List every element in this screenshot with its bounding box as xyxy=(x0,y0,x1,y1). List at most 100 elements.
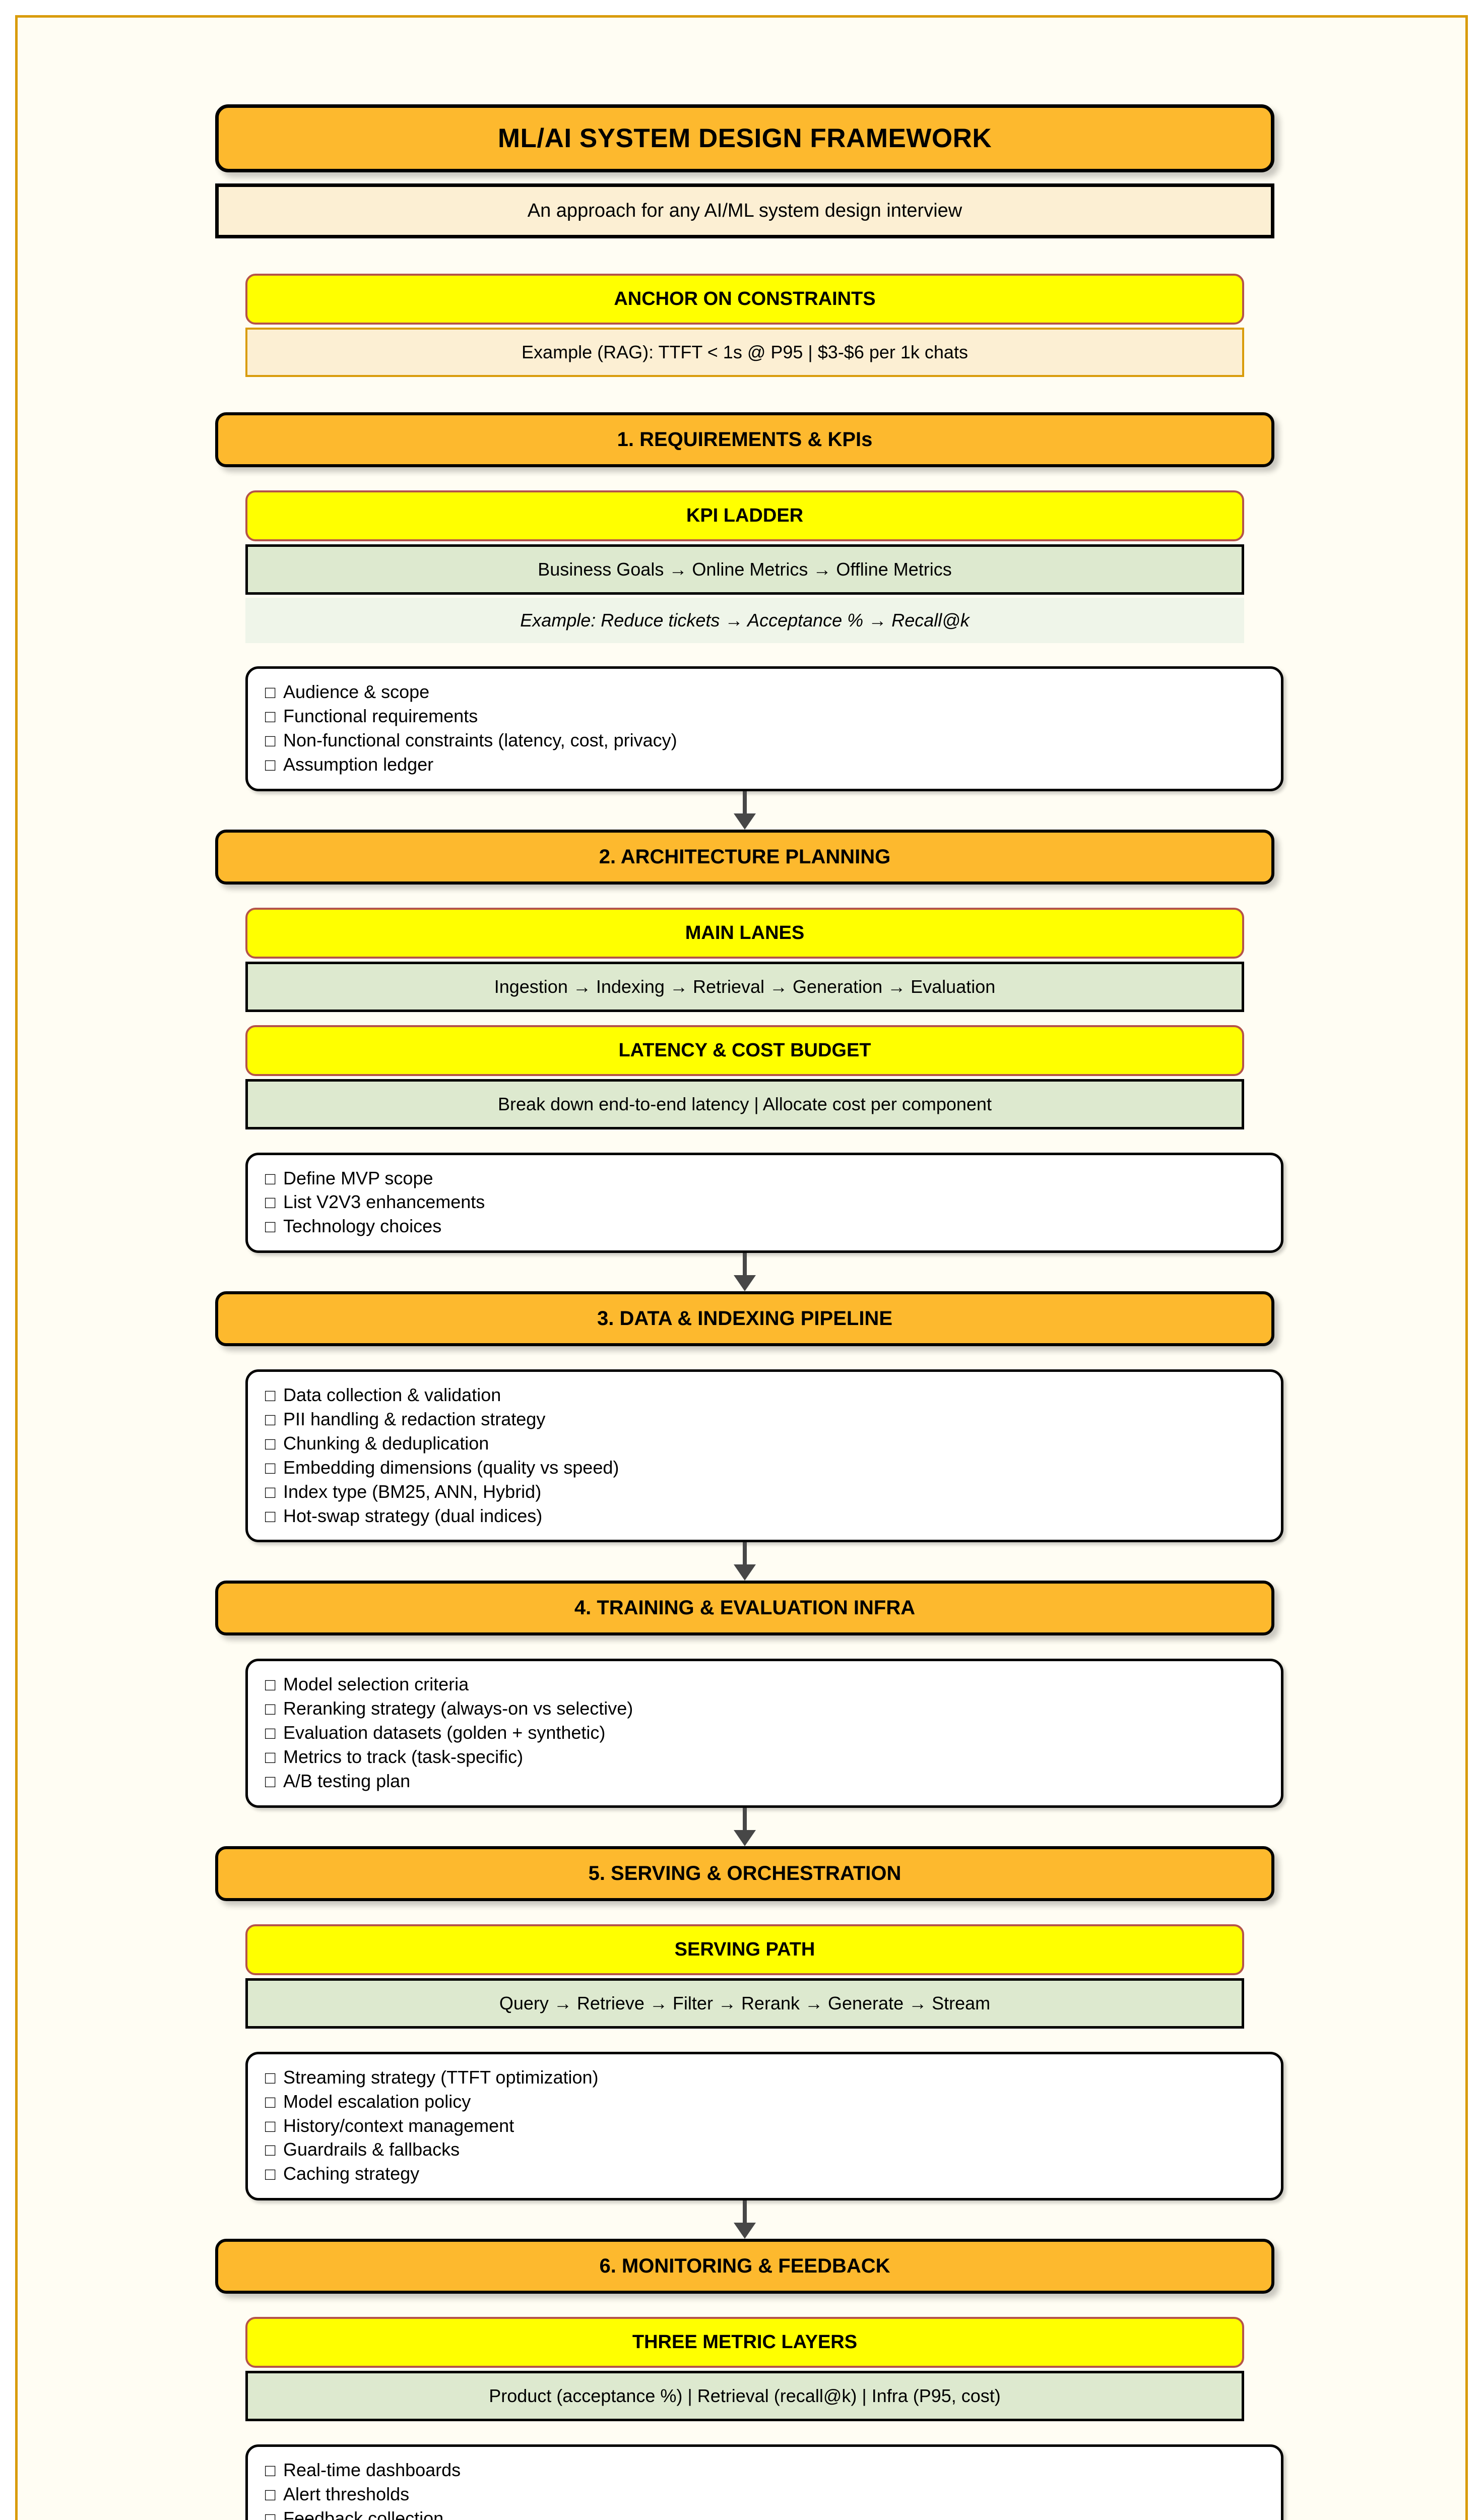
checkbox-icon[interactable]: □ xyxy=(265,1434,276,1454)
section-header-3[interactable]: 3. DATA & INDEXING PIPELINE xyxy=(215,1291,1274,1347)
checklist-item[interactable]: □Metrics to track (task-specific) xyxy=(265,1745,1264,1769)
framework-flowchart: ML/AI SYSTEM DESIGN FRAMEWORK An approac… xyxy=(215,104,1283,2520)
flow-arrow-4 xyxy=(215,1807,1274,1846)
checklist-item-label: Assumption ledger xyxy=(283,753,434,775)
section-header-6[interactable]: 6. MONITORING & FEEDBACK xyxy=(215,2239,1274,2294)
checklist-item-label: A/B testing plan xyxy=(283,1770,411,1791)
lane-title-5-1: SERVING PATH xyxy=(245,1924,1244,1975)
checkbox-icon[interactable]: □ xyxy=(265,1458,276,1478)
checklist-item[interactable]: □Data collection & validation xyxy=(265,1383,1264,1407)
checklist-item[interactable]: □Functional requirements xyxy=(265,704,1264,728)
lane-title-2-2: LATENCY & COST BUDGET xyxy=(245,1025,1244,1076)
checklist-item[interactable]: □Index type (BM25, ANN, Hybrid) xyxy=(265,1480,1264,1504)
checkbox-icon[interactable]: □ xyxy=(265,2068,276,2088)
checkbox-icon[interactable]: □ xyxy=(265,1482,276,1502)
checkbox-icon[interactable]: □ xyxy=(265,683,276,702)
lane-title-2-1: MAIN LANES xyxy=(245,907,1244,959)
checkbox-icon[interactable]: □ xyxy=(265,2116,276,2136)
checklist-item[interactable]: □Audience & scope xyxy=(265,680,1264,704)
checklist-item[interactable]: □ History/context management xyxy=(265,2114,1264,2138)
spacer xyxy=(215,238,1274,274)
flow-arrow-3 xyxy=(215,1542,1274,1581)
arrow-head-icon xyxy=(734,1275,756,1292)
checklist-card-3: □Data collection & validation□PII handli… xyxy=(245,1369,1283,1543)
checklist-item[interactable]: □ Streaming strategy (TTFT optimization) xyxy=(265,2065,1264,2090)
checkbox-icon[interactable]: □ xyxy=(265,1386,276,1406)
checklist-item-label: Embedding dimensions (quality vs speed) xyxy=(283,1457,619,1478)
checklist-card-1: □Audience & scope□Functional requirement… xyxy=(245,666,1283,791)
checklist-item-label: PII handling & redaction strategy xyxy=(283,1409,546,1429)
checklist-item[interactable]: □ Model escalation policy xyxy=(265,2090,1264,2114)
checklist-item[interactable]: □Caching strategy xyxy=(265,2162,1264,2186)
checkbox-icon[interactable]: □ xyxy=(265,2140,276,2160)
checkbox-icon[interactable]: □ xyxy=(265,1169,276,1188)
flow-arrow-5 xyxy=(215,2200,1274,2239)
checklist-item[interactable]: □Hot-swap strategy (dual indices) xyxy=(265,1504,1264,1528)
checklist-item[interactable]: □Real-time dashboards xyxy=(265,2458,1264,2482)
checkbox-icon[interactable]: □ xyxy=(265,1217,276,1237)
checkbox-icon[interactable]: □ xyxy=(265,2485,276,2504)
checkbox-icon[interactable]: □ xyxy=(265,2509,276,2520)
checklist-item[interactable]: □Feedback collection xyxy=(265,2506,1264,2520)
checkbox-icon[interactable]: □ xyxy=(265,1772,276,1791)
checklist-item[interactable]: □Evaluation datasets (golden + synthetic… xyxy=(265,1721,1264,1745)
checkbox-icon[interactable]: □ xyxy=(265,1506,276,1526)
section-header-2[interactable]: 2. ARCHITECTURE PLANNING xyxy=(215,829,1274,885)
checklist-item[interactable]: □ Chunking & deduplication xyxy=(265,1431,1264,1456)
spacer xyxy=(215,2294,1274,2317)
checklist-item[interactable]: □ Assumption ledger xyxy=(265,752,1264,777)
checkbox-icon[interactable]: □ xyxy=(265,2461,276,2481)
checklist-item[interactable]: □Alert thresholds xyxy=(265,2482,1264,2506)
checklist-item-label: Chunking & deduplication xyxy=(283,1432,489,1454)
checkbox-icon[interactable]: □ xyxy=(265,2165,276,2184)
checklist-item[interactable]: □Non-functional constraints (latency, co… xyxy=(265,728,1264,752)
checklist-item-label: Model escalation policy xyxy=(283,2091,471,2112)
section-header-4[interactable]: 4. TRAINING & EVALUATION INFRA xyxy=(215,1581,1274,1636)
checkbox-icon[interactable]: □ xyxy=(265,1748,276,1767)
arrow-shaft-icon xyxy=(743,791,747,817)
checklist-card-4: □Model selection criteria□Reranking stra… xyxy=(245,1659,1283,1808)
lane-flow-5-1: Query → Retrieve → Filter → Rerank → Gen… xyxy=(245,1978,1244,2029)
checklist-item[interactable]: □ Define MVP scope xyxy=(265,1166,1264,1190)
checklist-item-label: Define MVP scope xyxy=(283,1167,433,1188)
checklist-item[interactable]: □ PII handling & redaction strategy xyxy=(265,1407,1264,1431)
checkbox-icon[interactable]: □ xyxy=(265,1699,276,1719)
checkbox-icon[interactable]: □ xyxy=(265,707,276,726)
checklist-item-label: History/context management xyxy=(283,2115,514,2136)
checklist-item-label: Streaming strategy (TTFT optimization) xyxy=(283,2066,599,2088)
spacer xyxy=(215,885,1274,908)
spacer xyxy=(215,1012,1274,1025)
section-header-5[interactable]: 5. SERVING & ORCHESTRATION xyxy=(215,1846,1274,1901)
page-subtitle: An approach for any AI/ML system design … xyxy=(215,183,1274,238)
checkbox-icon[interactable]: □ xyxy=(265,1410,276,1429)
checklist-item[interactable]: □ A/B testing plan xyxy=(265,1769,1264,1793)
checkbox-icon[interactable]: □ xyxy=(265,755,276,775)
checklist-card-5: □Streaming strategy (TTFT optimization)□… xyxy=(245,2051,1283,2201)
spacer xyxy=(215,2421,1274,2444)
checkbox-icon[interactable]: □ xyxy=(265,2092,276,2112)
spacer xyxy=(215,1346,1274,1369)
checklist-item[interactable]: □ Reranking strategy (always-on vs select… xyxy=(265,1696,1264,1721)
checklist-item-label: Guardrails & fallbacks xyxy=(283,2139,460,2160)
checkbox-icon[interactable]: □ xyxy=(265,1675,276,1695)
checkbox-icon[interactable]: □ xyxy=(265,1724,276,1743)
page-frame: ML/AI SYSTEM DESIGN FRAMEWORK An approac… xyxy=(15,15,1468,2520)
anchor-example-strip: Example (RAG): TTFT < 1s @ P95 | $3-$6 p… xyxy=(245,328,1244,377)
spacer xyxy=(215,1635,1274,1659)
checkbox-icon[interactable]: □ xyxy=(265,731,276,750)
arrow-shaft-icon xyxy=(743,1253,747,1280)
spacer xyxy=(215,1129,1274,1153)
checklist-item[interactable]: □List V2V3 enhancements xyxy=(265,1190,1264,1214)
section-header-1[interactable]: 1. REQUIREMENTS & KPIs xyxy=(215,412,1274,467)
lane-title-6-1: THREE METRIC LAYERS xyxy=(245,2317,1244,2368)
checklist-card-2: □ Define MVP scope□List V2V3 enhancements… xyxy=(245,1152,1283,1253)
checklist-item[interactable]: □ Embedding dimensions (quality vs speed) xyxy=(265,1456,1264,1480)
checklist-item-label: Reranking strategy (always-on vs selecti… xyxy=(283,1698,633,1719)
checklist-item[interactable]: □Model selection criteria xyxy=(265,1672,1264,1696)
checklist-item[interactable]: □ Guardrails & fallbacks xyxy=(265,2137,1264,2162)
checklist-item[interactable]: □Technology choices xyxy=(265,1214,1264,1238)
checkbox-icon[interactable]: □ xyxy=(265,1193,276,1213)
spacer xyxy=(215,643,1274,666)
lane-example-1-1: Example: Reduce tickets → Acceptance % →… xyxy=(245,598,1244,643)
